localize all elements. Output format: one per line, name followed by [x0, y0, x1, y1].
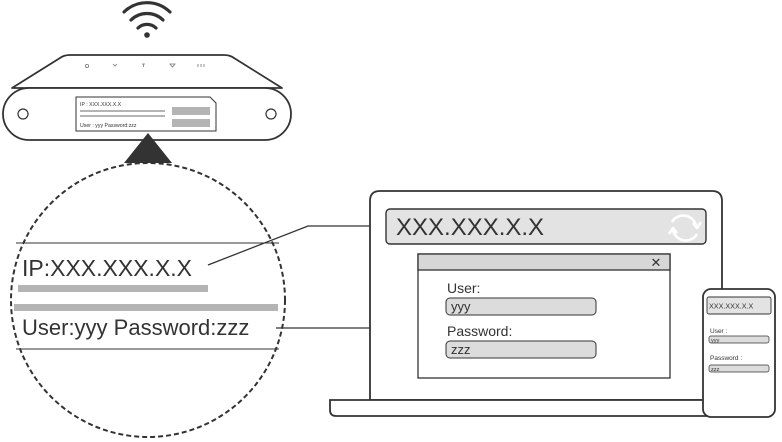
address-text: XXX.XXX.X.X: [396, 214, 544, 241]
magnified-bar: [18, 285, 208, 292]
phone-password-label: Password :: [710, 355, 742, 362]
router-sticker-block: [172, 119, 210, 127]
phone-user-field[interactable]: yyy: [708, 335, 770, 344]
phone: XXX.XXX.X.X User : yyy Password : zzz: [702, 288, 776, 418]
login-dialog: ✕ User: yyy Password: zzz: [417, 253, 671, 379]
user-label: User:: [447, 280, 480, 296]
router-screw-right: [265, 108, 277, 120]
pointer-triangle-icon: [124, 133, 172, 163]
router-sticker: IP : XXX.XXX.X.X User : yyy Password:zzz: [75, 96, 217, 132]
password-field[interactable]: zzz: [445, 340, 597, 359]
router-indicator-lights: [85, 63, 205, 69]
phone-user-value: yyy: [711, 338, 720, 344]
password-field-value: zzz: [451, 342, 471, 357]
router-sticker-ip: IP : XXX.XXX.X.X: [80, 102, 122, 108]
password-label: Password:: [447, 323, 512, 339]
user-field-value: yyy: [451, 299, 471, 314]
router-sticker-bar: [80, 110, 165, 112]
wifi-icon: [122, 1, 172, 38]
laptop: XXX.XXX.X.X ✕ User: yyy Password: zzz: [329, 190, 761, 417]
router-sticker-bar: [80, 115, 165, 117]
phone-body: [702, 288, 776, 418]
router-top-face: [11, 54, 283, 89]
router: IP : XXX.XXX.X.X User : yyy Password:zzz: [2, 54, 292, 141]
user-field[interactable]: yyy: [445, 297, 597, 316]
magnified-ip: IP:XXX.XXX.X.X: [22, 255, 192, 281]
refresh-icon[interactable]: [667, 214, 703, 242]
phone-password-value: zzz: [711, 367, 720, 373]
magnified-credentials: User:yyy Password:zzz: [22, 315, 249, 340]
phone-password-field[interactable]: zzz: [708, 364, 770, 373]
close-icon[interactable]: ✕: [651, 255, 662, 270]
magnified-sticker: IP:XXX.XXX.X.X User:yyy Password:zzz: [10, 162, 286, 438]
magnified-bar: [14, 304, 278, 311]
dialog-title-bar: [417, 253, 671, 271]
phone-user-label: User :: [710, 328, 728, 335]
router-sticker-block: [172, 107, 210, 115]
browser-address-bar[interactable]: XXX.XXX.X.X: [385, 208, 707, 245]
svg-text:✕: ✕: [651, 255, 662, 270]
laptop-base: [329, 399, 761, 417]
connector-line-ip: [207, 225, 386, 266]
magnifier-circle: [10, 162, 286, 438]
router-screw-left: [17, 108, 29, 120]
phone-address-text: XXX.XXX.X.X: [709, 302, 754, 311]
phone-address-bar[interactable]: XXX.XXX.X.X: [706, 296, 772, 315]
router-sticker-credentials: User : yyy Password:zzz: [80, 123, 137, 129]
